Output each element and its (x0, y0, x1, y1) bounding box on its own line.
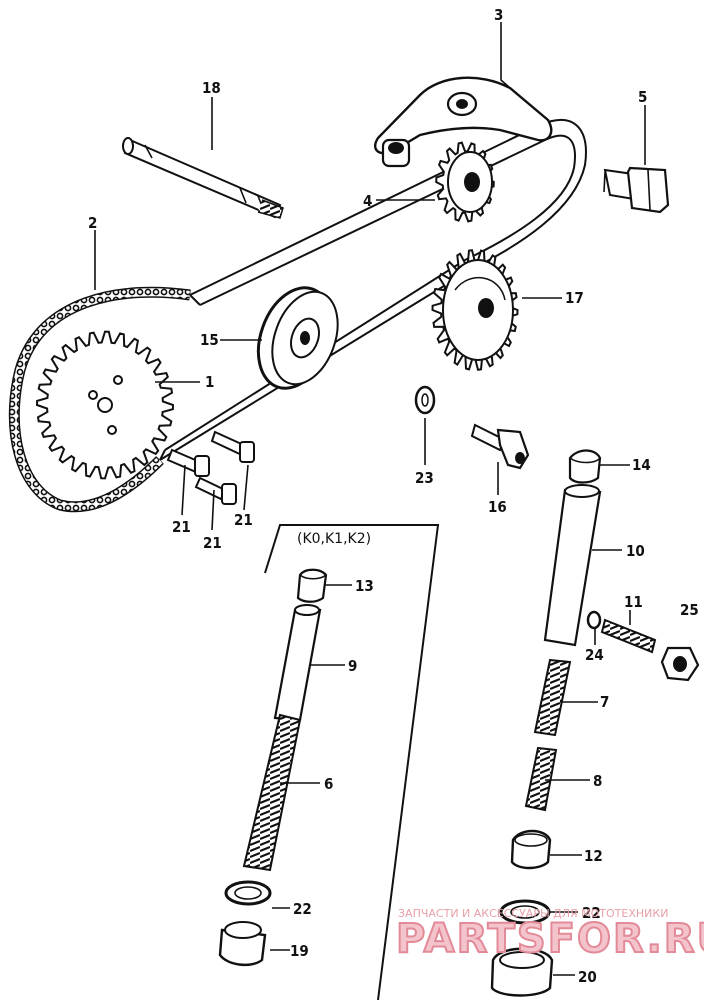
callout-8: 8 (593, 772, 602, 790)
callout-13: 13 (355, 577, 374, 595)
leader-lines (94, 22, 646, 976)
cam-sprocket (431, 249, 519, 371)
callout-22-left: 22 (293, 900, 312, 918)
callout-7: 7 (600, 693, 609, 711)
callout-22-right: 22 (582, 904, 601, 922)
washer-23 (414, 385, 436, 415)
callout-21-right: 21 (234, 511, 253, 529)
callout-21-middle: 21 (203, 534, 222, 552)
callout-4: 4 (363, 192, 372, 210)
callout-19: 19 (290, 942, 309, 960)
variant-note: (K0,K1,K2) (297, 531, 371, 547)
bolt-16 (470, 423, 530, 470)
callout-1: 1 (205, 373, 214, 391)
cam-chain (8, 119, 587, 513)
watermark-brand: PARTSFOR.RU (396, 916, 704, 962)
tensioner-pushrod-left (218, 568, 328, 967)
callout-10: 10 (626, 542, 645, 560)
callout-9: 9 (348, 657, 357, 675)
callout-16: 16 (488, 498, 507, 516)
callout-18: 18 (202, 79, 221, 97)
callout-23: 23 (415, 469, 434, 487)
callout-20: 20 (578, 968, 597, 986)
tensioner-pushrod-right (490, 449, 700, 997)
callout-25: 25 (680, 601, 699, 619)
bolts-21 (166, 430, 255, 505)
callout-11: 11 (624, 593, 643, 611)
guide-roller (256, 286, 339, 390)
callout-15: 15 (200, 331, 219, 349)
callout-2: 2 (88, 214, 97, 232)
callout-3: 3 (494, 6, 503, 24)
crank-sprocket (35, 330, 175, 480)
bolt-5 (603, 166, 670, 214)
watermark: ЗАПЧАСТИ И АКСЕССУАРЫ ДЛЯ МОТОТЕХНИКИ PA… (395, 907, 704, 963)
callout-6: 6 (324, 775, 333, 793)
tensioner-arm (373, 76, 553, 168)
callout-5: 5 (638, 88, 647, 106)
variant-frame: (K0,K1,K2) (264, 524, 440, 1000)
callout-24: 24 (585, 646, 604, 664)
watermark-tagline: ЗАПЧАСТИ И АКСЕССУАРЫ ДЛЯ МОТОТЕХНИКИ (398, 907, 668, 920)
callout-17: 17 (565, 289, 584, 307)
callouts: 3 18 5 4 2 17 15 1 14 23 16 21 21 21 10 … (88, 6, 699, 986)
shaft-18 (122, 137, 284, 219)
callout-21-left: 21 (172, 518, 191, 536)
tensioner-sprocket (435, 141, 495, 223)
callout-14: 14 (632, 456, 651, 474)
callout-12: 12 (584, 847, 603, 865)
